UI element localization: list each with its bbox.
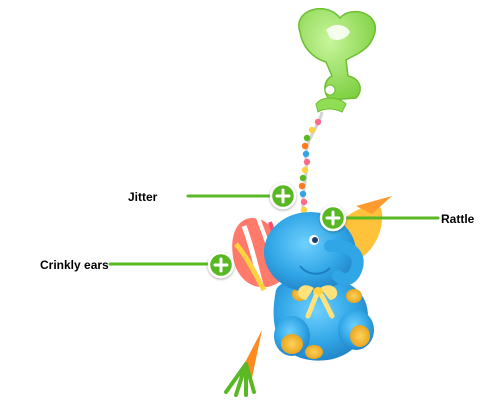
hotspot-jitter[interactable] xyxy=(269,182,297,210)
plus-icon xyxy=(325,210,341,226)
plus-icon xyxy=(275,188,291,204)
beaded-cord xyxy=(298,111,324,216)
jitter-label: Jitter xyxy=(128,190,158,204)
plus-icon xyxy=(213,257,229,273)
callout-lines xyxy=(108,194,440,266)
clip xyxy=(298,8,376,113)
rattle-label: Rattle xyxy=(441,212,475,226)
tail-tassel xyxy=(224,330,262,397)
elephant-toy xyxy=(224,196,392,397)
ribbon-bow xyxy=(298,285,338,319)
hotspot-crinkly-ears[interactable] xyxy=(207,251,235,279)
crinkly-ears-label: Crinkly ears xyxy=(40,258,109,272)
hotspot-rattle[interactable] xyxy=(319,204,347,232)
